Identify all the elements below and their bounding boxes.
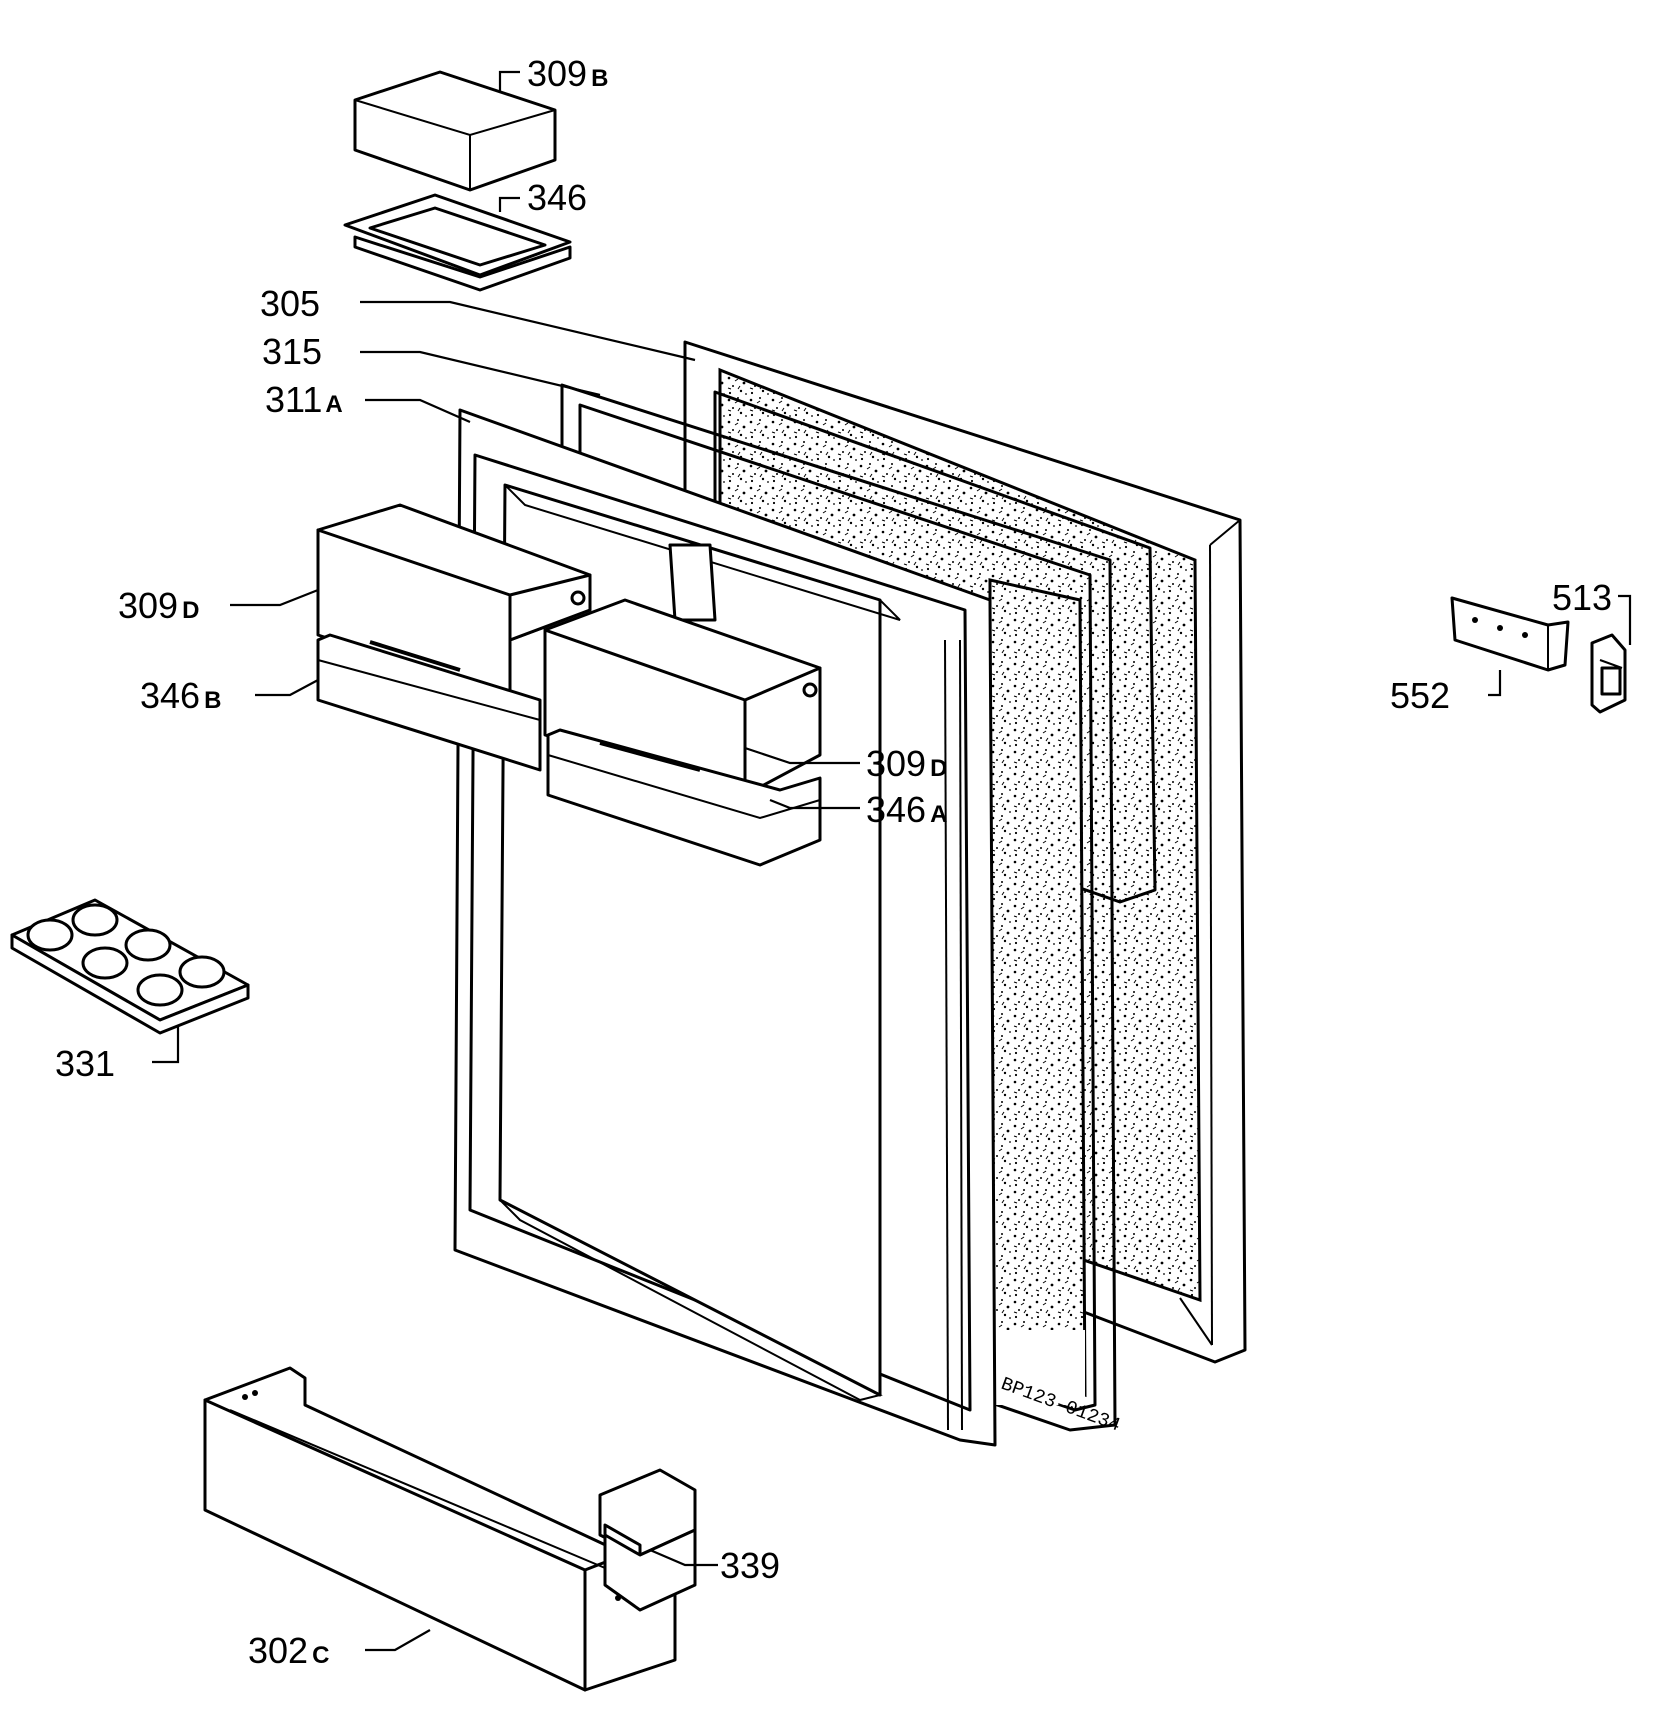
leader-lines xyxy=(152,70,1632,1652)
label-305: 305 xyxy=(260,283,320,324)
bottle-shelf xyxy=(203,1366,677,1692)
butter-dish-lid xyxy=(353,70,557,192)
hinge-bracket xyxy=(1590,633,1627,714)
butter-dish-tray xyxy=(343,193,572,292)
label-339: 339 xyxy=(720,1545,780,1586)
egg-tray xyxy=(10,898,250,1035)
label-552: 552 xyxy=(1390,675,1450,716)
door-shelf-left xyxy=(316,633,542,772)
label-513: 513 xyxy=(1552,577,1612,618)
door-box-left xyxy=(316,503,592,702)
label-331: 331 xyxy=(55,1043,115,1084)
hinge-plate xyxy=(1450,596,1570,672)
label-346: 346 xyxy=(527,177,587,218)
label-315: 315 xyxy=(262,331,322,372)
bottle-divider xyxy=(598,1468,697,1612)
